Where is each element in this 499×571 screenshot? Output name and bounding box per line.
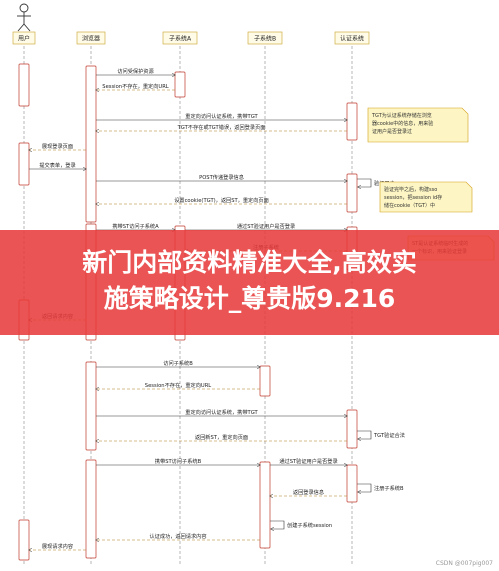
- message-label: 通过ST验证用户是否登录: [237, 222, 295, 230]
- banner-title-line-2: 施策略设计_尊贵版9.216: [103, 284, 396, 313]
- message-label: 访问子系统B: [163, 359, 193, 367]
- message-label: 展现请求内容: [42, 542, 73, 550]
- participant-box-auth: [334, 31, 370, 45]
- note-text: 证用户是否登录过: [372, 128, 412, 135]
- activation-auth: [346, 173, 358, 213]
- activation-auth: [346, 102, 358, 141]
- participant-box-user: [12, 31, 36, 45]
- activation-sysB: [259, 365, 271, 397]
- message-label: 返回新ST，重定向页面: [195, 433, 248, 441]
- message-label: 返回登录信息: [293, 488, 324, 496]
- participant-box-browser: [76, 31, 106, 45]
- participant-box-sysA: [162, 31, 198, 45]
- note-text: TGT为认证系统存储在浏览: [371, 112, 432, 119]
- message-label: TGT验证合法: [373, 431, 405, 439]
- message-label: Session不存在，重定向URL: [145, 381, 212, 389]
- activation-sysB: [259, 461, 271, 549]
- participant-label-auth: 认证系统: [340, 35, 364, 43]
- message-label: 创建子系统session: [287, 521, 332, 529]
- message-label: TGT不存在或TGT错误，返回登录页面: [177, 123, 266, 131]
- message-label: 通过ST验证用户是否登录: [279, 457, 337, 465]
- message-label: 重定向访问认证系统，携带TGT: [185, 408, 258, 416]
- message-label: 重定向访问认证系统，携带TGT: [185, 112, 258, 120]
- message-label: 携带ST访问子系统B: [155, 457, 202, 465]
- banner-title-line-1: 新门内部资料精准大全,高效实: [82, 248, 417, 277]
- activation-user: [18, 519, 30, 561]
- activation-user: [18, 142, 30, 186]
- watermark: CSDN @007pig007: [435, 560, 493, 567]
- note-text: 储在cookie（TGT）中: [384, 202, 435, 209]
- participant-box-sysB: [247, 31, 283, 45]
- message-label: 携带ST访问子系统A: [112, 222, 159, 230]
- self-message-arrow: [357, 483, 372, 492]
- activation-browser: [85, 459, 97, 559]
- activation-auth: [346, 464, 358, 503]
- activation-auth: [346, 409, 358, 449]
- activation-browser: [85, 361, 97, 451]
- activation-browser: [85, 65, 97, 223]
- note-text: 器cookie中的信息，用来验: [372, 120, 433, 127]
- note-box: [379, 181, 473, 213]
- message-label: 展现登录页面: [42, 142, 73, 150]
- activation-user: [18, 63, 30, 107]
- promo-banner: 新门内部资料精准大全,高效实 施策略设计_尊贵版9.216: [0, 230, 499, 335]
- message-label: 认证成功，返回请求内容: [149, 532, 206, 540]
- message-label: 设置cookie(TGT)，返回ST，重定向页面: [174, 196, 269, 204]
- note-box: [367, 107, 469, 143]
- participant-label-user: 用户: [18, 35, 30, 43]
- participant-label-sysA: 子系统A: [169, 35, 192, 43]
- self-message-arrow: [357, 178, 372, 187]
- message-label: Session不存在，重定向URL: [102, 82, 169, 90]
- participant-label-sysB: 子系统B: [254, 35, 276, 43]
- participant-label-browser: 浏览器: [82, 35, 100, 43]
- note-text: session，把session id存: [384, 194, 442, 201]
- message-label: 提交表单，登录: [39, 161, 75, 169]
- note-text: 验证完毕之后，构建sso: [384, 186, 437, 193]
- self-message-arrow: [270, 520, 285, 529]
- message-label: 访问受保护资源: [117, 67, 154, 75]
- self-message-arrow: [357, 430, 372, 439]
- actor-icon: [17, 3, 31, 32]
- message-label: 注册子系统B: [374, 484, 404, 492]
- message-label: POST传递登录信息: [199, 173, 244, 181]
- activation-sysA: [174, 71, 186, 98]
